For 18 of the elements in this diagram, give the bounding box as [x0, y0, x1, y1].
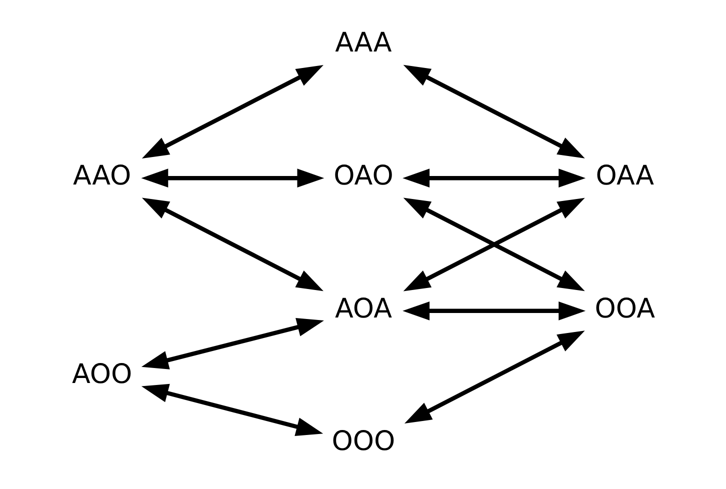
arrow — [141, 65, 323, 158]
arrow — [402, 168, 586, 188]
node-text: AOO — [71, 358, 132, 390]
arrow — [140, 318, 324, 370]
node-text: AAA — [334, 28, 392, 59]
arrow — [140, 384, 323, 436]
node-text: OAO — [333, 160, 393, 192]
arrow — [141, 198, 323, 292]
node-text: AOA — [334, 293, 392, 324]
node-text: OOO — [331, 426, 395, 458]
arrow — [402, 64, 584, 158]
arrow — [402, 301, 586, 320]
arrow — [402, 198, 584, 292]
node-text: OAA — [595, 160, 654, 192]
arrow — [404, 330, 584, 424]
node-text: OOA — [594, 293, 655, 324]
node-text: AAO — [72, 160, 131, 192]
arrow — [140, 168, 324, 188]
